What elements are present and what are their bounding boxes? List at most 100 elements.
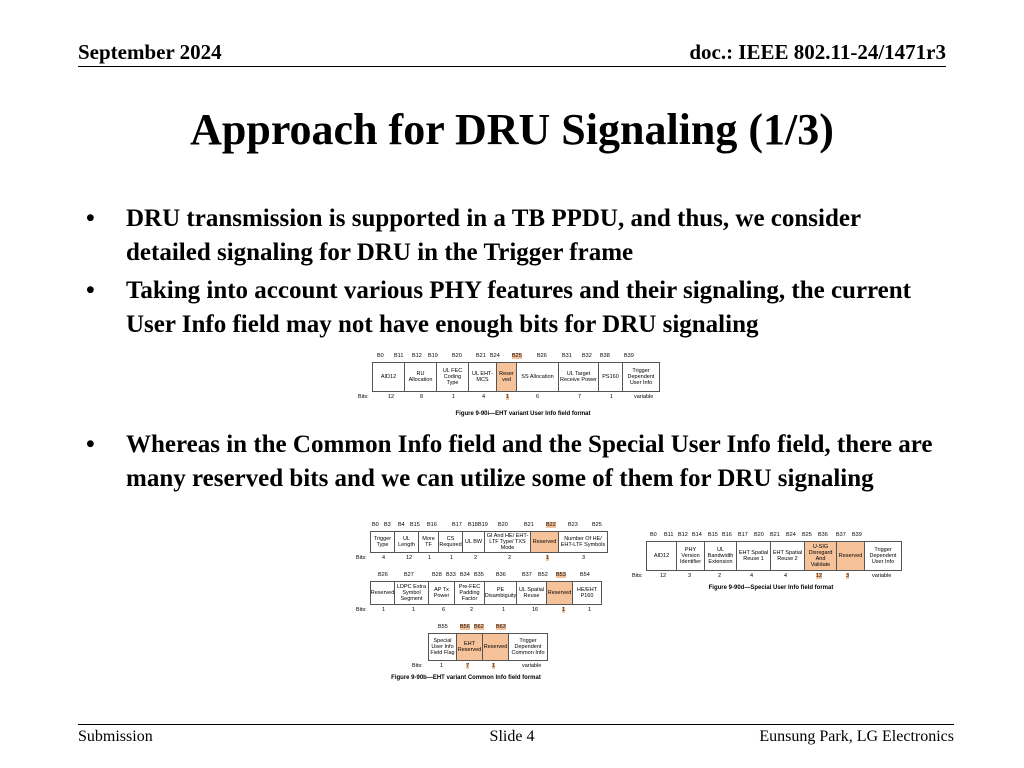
bit-label: B28 [432,572,442,578]
bit-label: B16 [722,532,732,538]
field-cell: UL FEC Coding Type [437,363,469,391]
bit-label: B23 [568,522,578,528]
field-cell: UL Length [395,532,419,552]
header-doc-id: doc.: IEEE 802.11-24/1471r3 [689,40,946,64]
field-cell: AP Tx Power [429,582,455,604]
size-value: 3 [582,555,586,561]
bit-label: B20 [498,522,508,528]
bit-label: B17 [452,522,462,528]
bit-label: B32 [582,353,592,359]
figure-caption: Figure 9-90b—EHT variant Common Info fie… [391,675,541,681]
bit-label: B34 [460,572,470,578]
field-cell: GI And HE/ EHT-LTF Type/ TXS Mode [485,532,531,552]
field-cell: Trigger Dependent Common Info [511,637,545,657]
field-cell: PE Disambiguity [485,582,517,604]
field-cell: UL Bandwidth Extension [705,542,737,570]
size-value: 1 [440,663,444,669]
field-cell: UL BW [463,532,485,552]
size-value: 1 [412,607,416,613]
bit-label: B54 [580,572,590,578]
field-cell: UL Spatial Reuse [517,582,547,604]
size-value: variable [634,394,654,400]
bit-label: B16 [427,522,437,528]
bit-label: B56 [460,624,470,630]
size-value: 7 [578,394,582,400]
bit-label: B22 [546,522,556,528]
bit-label: B18 [468,522,478,528]
bit-label: B37 [522,572,532,578]
bit-label: B0 [650,532,657,538]
bit-label: B21 [476,353,486,359]
size-value: 3 [688,573,692,579]
field-cell: Number Of HE/ EHT-LTF Symbols [560,535,606,548]
figure-user-info: B0 B11 B12 B19 B20 B21 B24 B25 B26 B31 B… [358,353,688,417]
size-value: 8 [420,394,424,400]
bit-label: B19 [478,522,488,528]
bullet-item: DRU transmission is supported in a TB PP… [86,202,946,270]
bit-label: B33 [446,572,456,578]
bit-label: B36 [496,572,506,578]
bit-label: B14 [692,532,702,538]
field-cell: EHT Spatial Reuse 1 [737,542,771,570]
size-value: 12 [816,573,823,579]
field-cell: UL Target Receive Power [559,363,599,391]
footer-submission: Submission [78,728,153,745]
size-value: 2 [470,607,474,613]
bit-label: B24 [786,532,796,538]
field-cell: UL EHT-MCS [469,363,497,391]
size-value: 1 [502,607,506,613]
sizes-label: Bits: [356,607,367,613]
bit-label: B62 [474,624,484,630]
bit-label: B0 [372,522,379,528]
size-value: 1 [452,394,456,400]
footer-author: Eunsung Park, LG Electronics [759,728,954,745]
size-value: 7 [466,663,470,669]
bit-label: B24 [490,353,500,359]
bit-label: B26 [378,572,388,578]
bit-label: B39 [852,532,862,538]
footer-divider [78,724,954,725]
field-cell: Reserved [371,582,395,604]
sizes-label: Bits: [356,555,367,561]
bit-label: B12 [412,353,422,359]
field-cell: AID12 [647,542,677,570]
sizes-label: Bits: [632,573,643,579]
field-cell: LDPC Extra Symbol Segment [395,582,429,604]
bit-label: B53 [556,572,566,578]
bit-label: B20 [754,532,764,538]
size-value: 1 [492,663,496,669]
size-value: 1 [506,394,510,400]
bit-label: B21 [770,532,780,538]
figure-caption: Figure 9-90d—Special User Info field for… [708,585,834,591]
size-value: variable [872,573,892,579]
bit-label: B0 [377,353,384,359]
bullet-item: Whereas in the Common Info field and the… [86,428,946,496]
size-value: 12 [388,394,395,400]
size-value: 1 [546,555,550,561]
field-cell: Trigger Type [371,532,395,552]
figure-common-info: B0 B3 B4 B15 B16 B17 B18 B19 B20 B21 B22… [356,522,616,681]
header-divider [78,66,946,67]
bit-label: B38 [600,353,610,359]
bit-label: B26 [537,353,547,359]
footer-slide-number: Slide 4 [489,728,535,745]
size-value: 1 [428,555,432,561]
size-value: 3 [846,573,850,579]
bit-label: B12 [678,532,688,538]
size-value: variable [522,663,542,669]
size-value: 1 [588,607,592,613]
field-cell-reserved: Reserved [837,542,865,570]
bit-label: B15 [708,532,718,538]
field-cell-reserved: EHT Reserved [457,634,483,660]
size-value: 4 [784,573,788,579]
bullet-list-top: DRU transmission is supported in a TB PP… [86,202,946,346]
size-value: 2 [718,573,722,579]
field-cell: Trigger Dependent User Info [627,367,655,387]
bit-label: B55 [438,624,448,630]
field-cell: SS Allocation [517,363,559,391]
bit-label: B11 [394,353,404,359]
field-cell: Pre-FEC Padding Factor [455,582,485,604]
bit-label: B27 [404,572,414,578]
sizes-label: Bits: [412,663,423,669]
size-value: 1 [610,394,614,400]
